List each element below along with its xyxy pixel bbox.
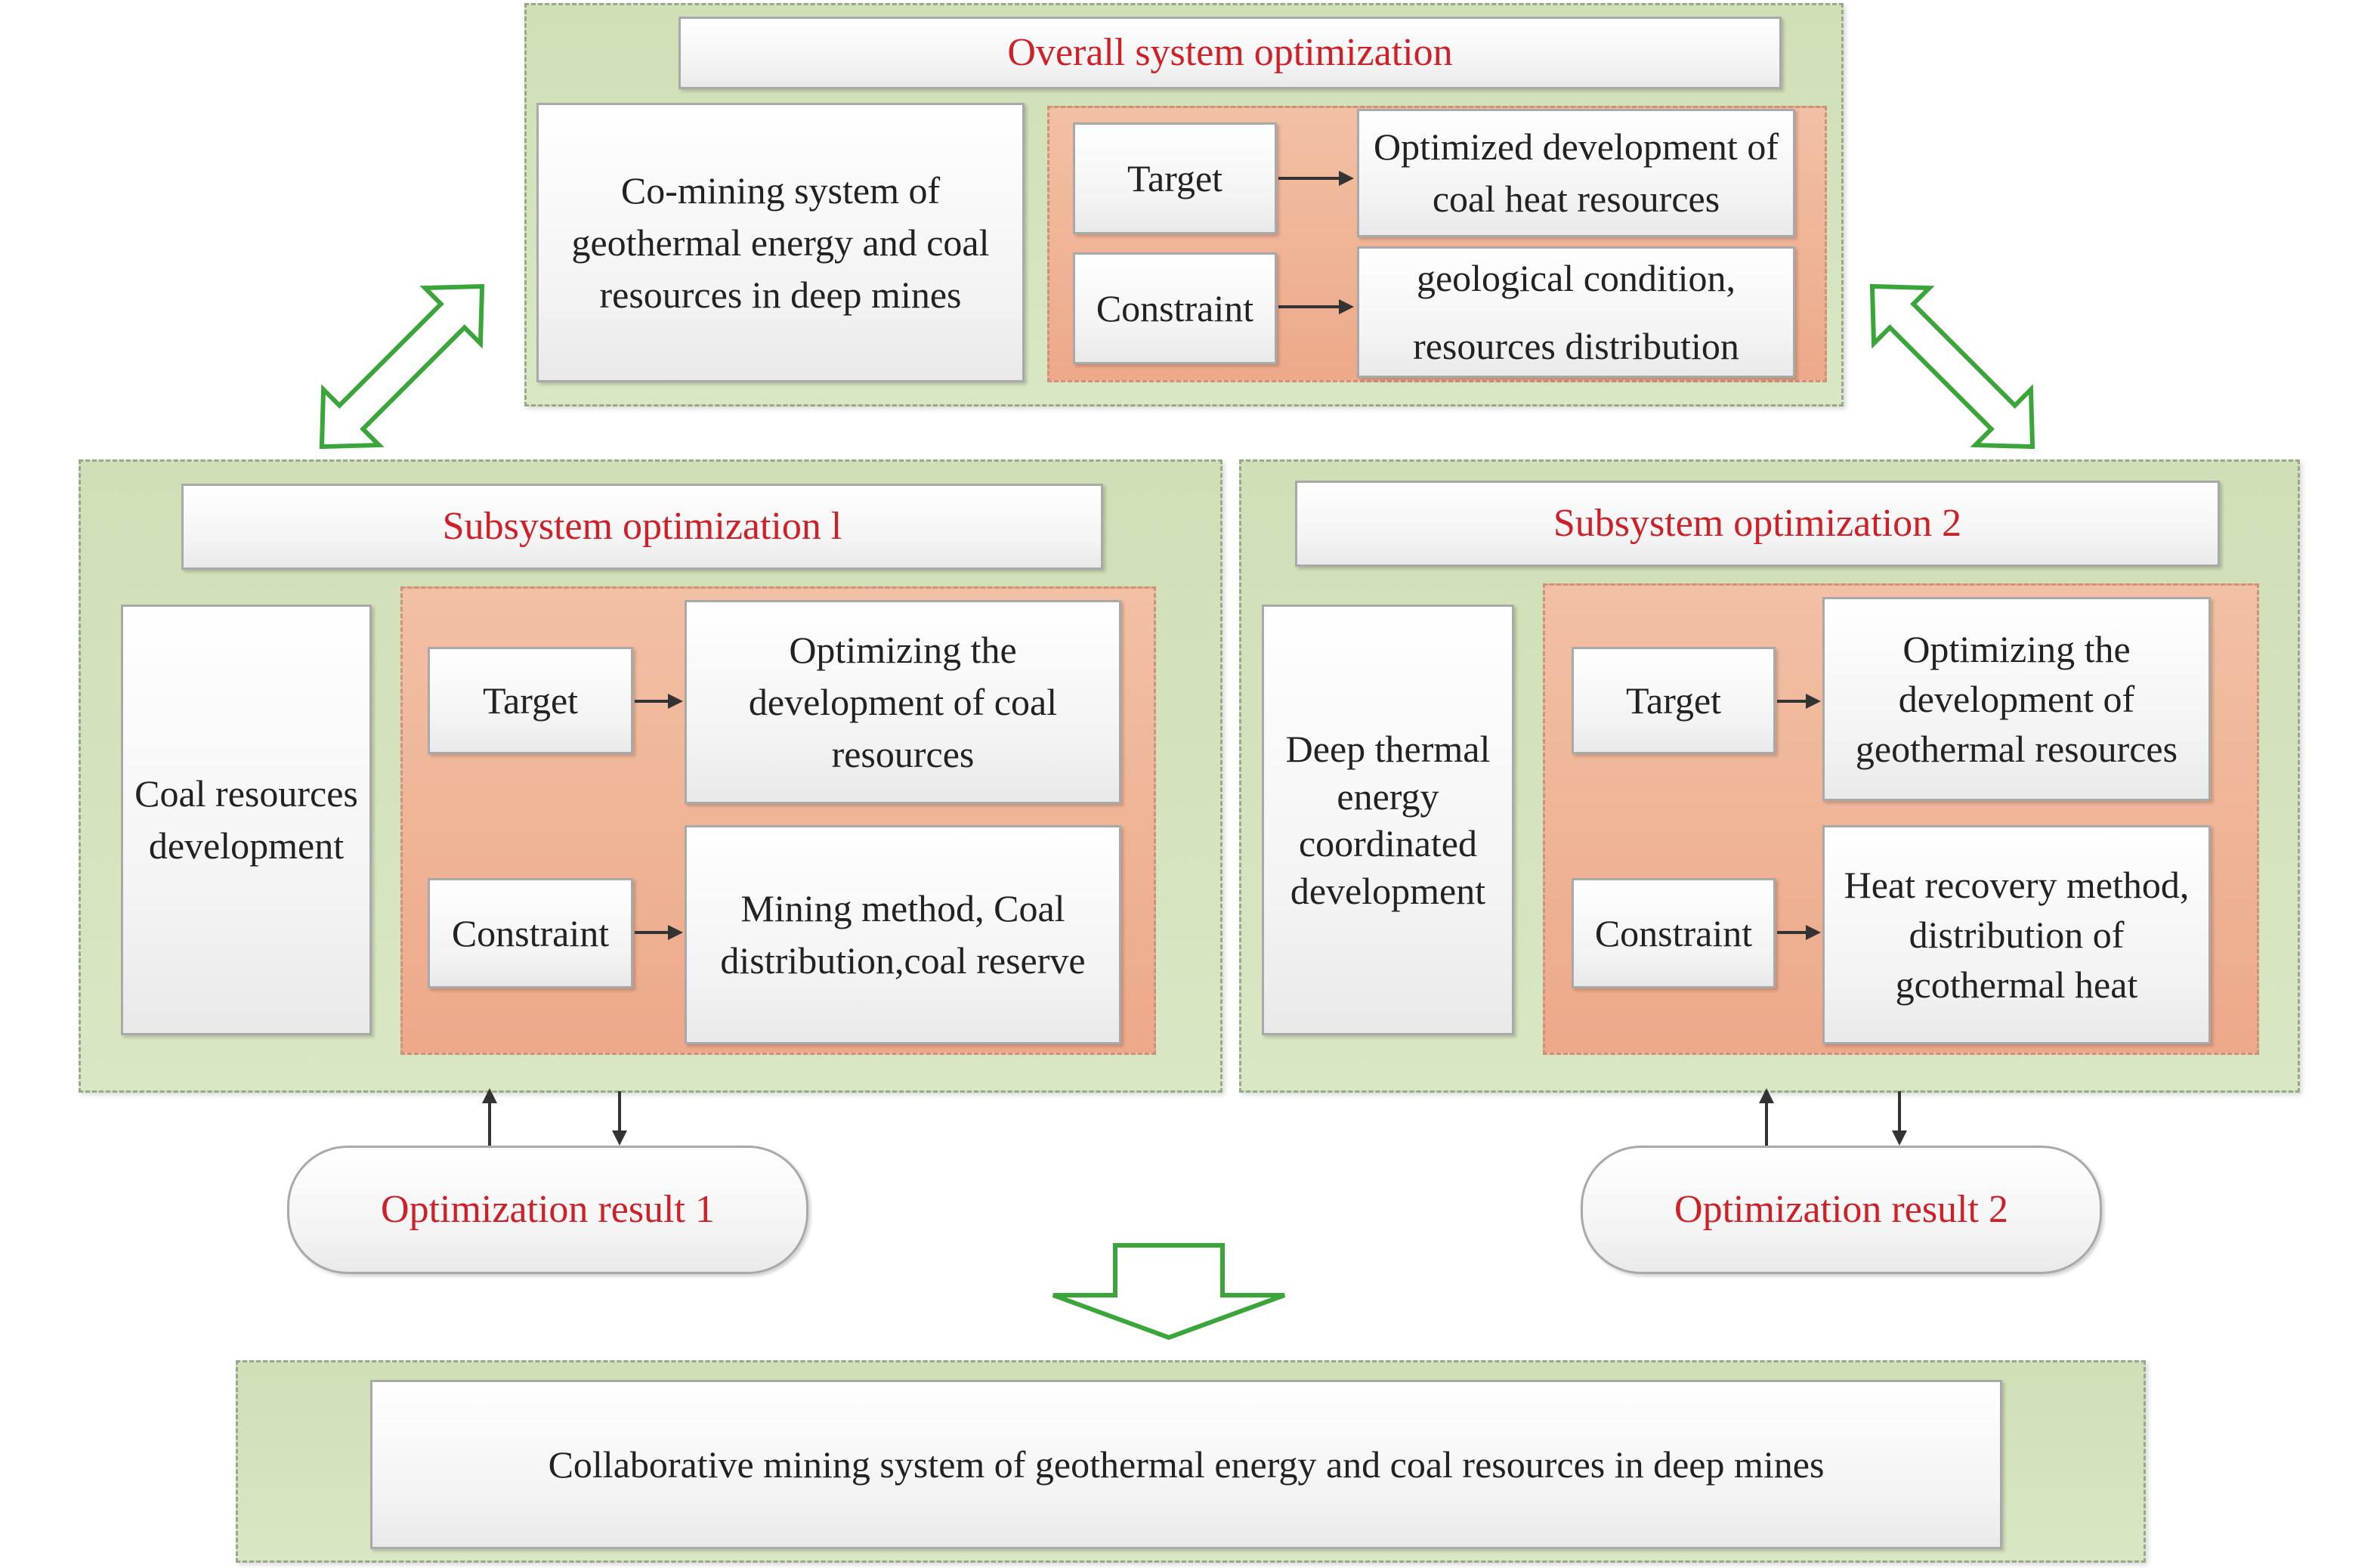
overall-title: Overall system optimization [678,17,1782,89]
subsystem2-title: Subsystem optimization 2 [1295,481,2220,567]
subsystem2-target-text: Optimizing the development of geothermal… [1822,597,2211,801]
overall-constraint-label: Constraint [1073,252,1277,364]
subsystem2-constraint-text: Heat recovery method, distribution of gc… [1822,825,2211,1044]
optimization-result-2: Optimization result 2 [1581,1146,2102,1274]
overall-system-box: Co-mining system of geothermal energy an… [536,103,1025,382]
overall-target-text: Optimized development of coal heat resou… [1357,109,1795,237]
subsystem1-constraint-text: Mining method, Coal distribution,coal re… [685,825,1121,1044]
subsystem2-system-box: Deep thermal energy coordinated developm… [1262,605,1514,1035]
subsystem1-target-text: Optimizing the development of coal resou… [685,600,1121,804]
overall-constraint-text: geological condition, resources distribu… [1357,246,1795,378]
final-system-box: Collaborative mining system of geotherma… [370,1380,2002,1549]
subsystem1-target-label: Target [428,647,633,754]
subsystem2-constraint-label: Constraint [1572,878,1776,988]
right-double-arrow-icon [1869,283,2035,450]
subsystem1-title: Subsystem optimization l [181,484,1103,570]
overall-target-label: Target [1073,122,1277,234]
optimization-result-1: Optimization result 1 [287,1146,808,1274]
subsystem1-system-box: Coal resources development [121,605,372,1035]
down-arrow-icon [1052,1243,1286,1341]
subsystem2-target-label: Target [1572,647,1776,754]
subsystem1-constraint-label: Constraint [428,878,633,988]
left-double-arrow-icon [319,283,485,450]
